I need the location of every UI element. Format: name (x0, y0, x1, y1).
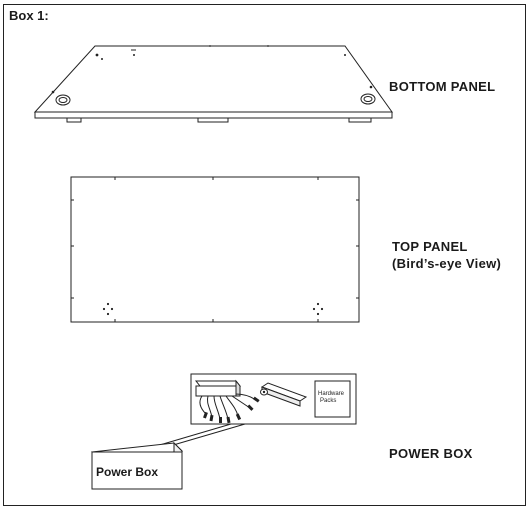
top-panel-outline (70, 176, 360, 323)
hardware-packs-text: Hardware (318, 391, 345, 397)
bottom-panel-foot (66, 117, 82, 123)
top-panel-drawing (70, 176, 360, 323)
wire-harness-icon (194, 379, 260, 424)
top-panel-holes-left (102, 302, 114, 316)
diagram-frame (3, 4, 526, 506)
hardware-packs-text: Packs (320, 398, 337, 404)
bottom-panel-edge (34, 111, 393, 119)
bottom-panel-foot (197, 117, 229, 123)
bottom-panel-foot (348, 117, 372, 123)
power-box-drawing (90, 373, 357, 490)
bottom-panel-wheel-left (55, 94, 71, 106)
hardware-packs-bag (314, 380, 351, 418)
bottom-panel-drawing (33, 45, 393, 123)
power-box-front (91, 451, 183, 490)
power-box-label: POWER BOX (389, 446, 473, 461)
top-panel-view-label: (Bird’s-eye View) (392, 256, 502, 271)
top-panel-label: TOP PANEL (392, 239, 468, 254)
bottom-panel-label: BOTTOM PANEL (389, 79, 496, 94)
mounting-bracket-icon (260, 382, 308, 407)
power-box-text: Power Box (96, 465, 159, 479)
bottom-panel-wheel-right (360, 93, 376, 105)
top-panel-holes-right (312, 302, 324, 316)
bottom-panel-surface (33, 45, 393, 113)
box-title: Box 1: (9, 8, 49, 23)
